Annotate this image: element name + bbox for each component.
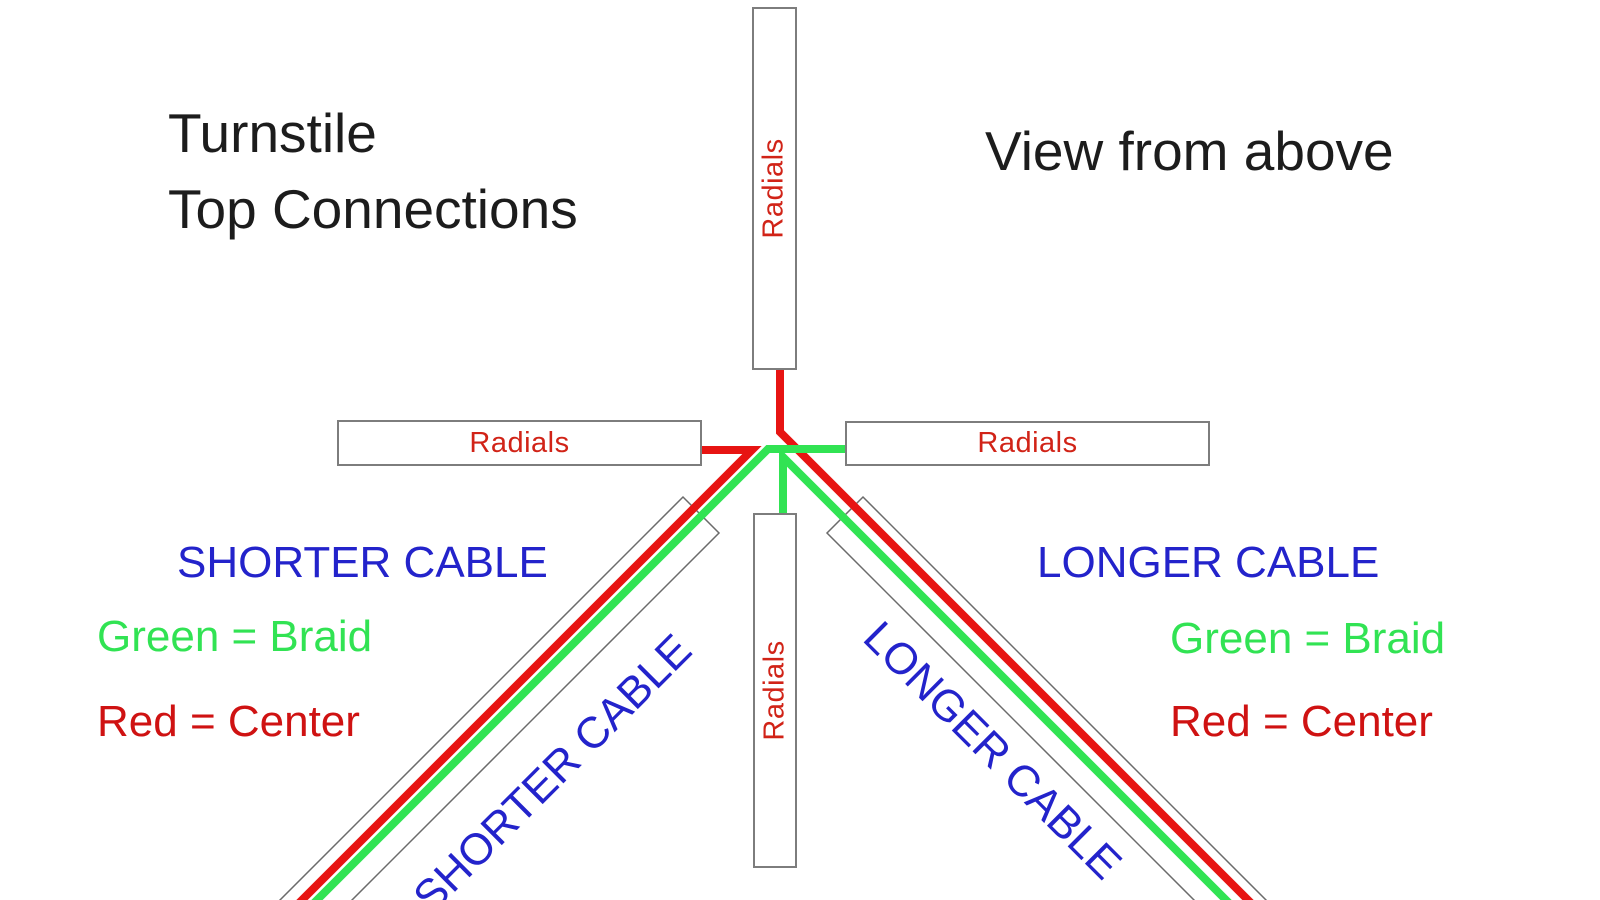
view-from-above-label: View from above (985, 120, 1394, 182)
top-radial-box: Radials (752, 7, 797, 370)
page-title: Turnstile Top Connections (168, 95, 578, 247)
bottom-radial-box: Radials (753, 513, 797, 868)
bottom-radial-label: Radials (758, 640, 791, 741)
red-wire-left-radial-to-shorter-cable (296, 446, 762, 900)
shorter-red-center-label: Red = Center (97, 697, 360, 746)
red-wire-top-radial-to-longer-cable (776, 368, 1254, 900)
title-line-1: Turnstile (168, 102, 377, 164)
shorter-cable-heading: SHORTER CABLE (177, 538, 548, 587)
right-radial-label: Radials (977, 427, 1078, 459)
longer-green-braid-label: Green = Braid (1170, 614, 1446, 663)
longer-cable-heading: LONGER CABLE (1037, 538, 1380, 587)
left-radial-label: Radials (469, 426, 570, 459)
left-radial-box: Radials (337, 420, 702, 466)
green-wire-bottom-radial-to-longer-cable (779, 447, 1232, 900)
shorter-green-braid-label: Green = Braid (97, 612, 373, 661)
top-radial-label: Radials (758, 138, 790, 239)
green-wire-right-radial-to-shorter-cable (311, 445, 845, 900)
longer-red-center-label: Red = Center (1170, 697, 1433, 746)
title-line-2: Top Connections (168, 178, 578, 240)
right-radial-box: Radials (845, 421, 1210, 466)
